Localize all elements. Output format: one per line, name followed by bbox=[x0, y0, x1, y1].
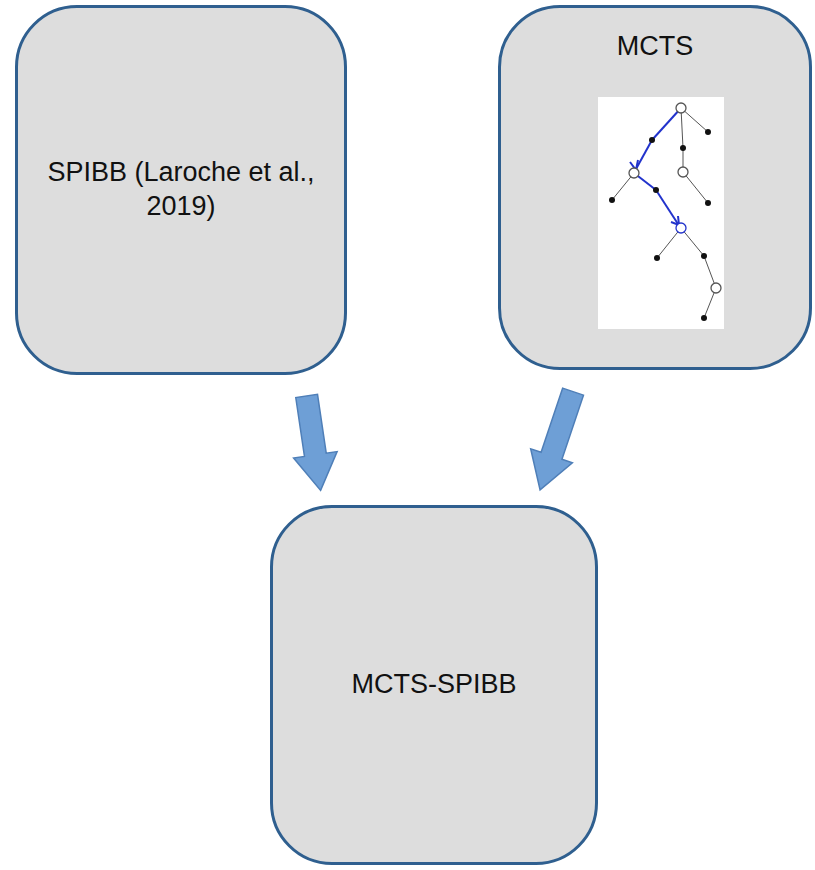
mcts-tree-illustration bbox=[598, 97, 724, 329]
tree-selected-path bbox=[630, 108, 681, 225]
box-label: MCTS bbox=[617, 30, 694, 64]
block-arrow bbox=[294, 394, 338, 490]
box-label: MCTS-SPIBB bbox=[351, 668, 516, 702]
tree-leaves bbox=[609, 129, 711, 321]
source-box: SPIBB (Laroche et al., 2019) bbox=[15, 5, 347, 375]
block-arrow bbox=[531, 388, 584, 490]
tree-branches bbox=[612, 108, 716, 318]
box-label: SPIBB (Laroche et al., 2019) bbox=[36, 156, 326, 224]
tree-nodes bbox=[629, 103, 721, 293]
tree-ground bbox=[598, 97, 724, 329]
result-box: MCTS-SPIBB bbox=[270, 505, 598, 865]
